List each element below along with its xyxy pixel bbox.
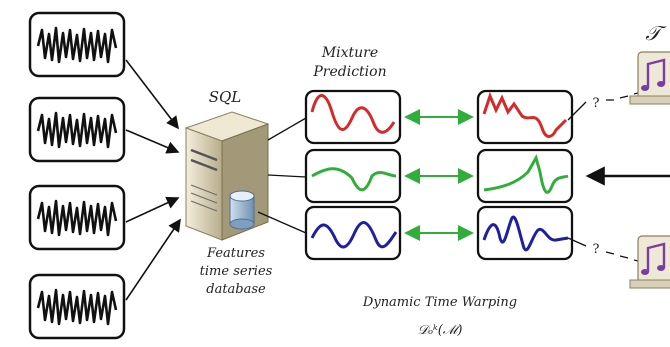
features-label-line1: Features [206,246,265,261]
signal-box-1 [28,11,126,78]
dtw-links [404,109,474,241]
dtw-label: Dynamic Time Warping [362,295,517,310]
dtw-formula: 𝒟ₒᵏ(ℳ) [418,323,463,338]
ingest-arrows [125,59,181,301]
query-mark-bottom: ? [593,242,600,257]
features-label-line3: database [206,282,266,297]
signal-box-4 [28,273,126,340]
mixture-label-line2: Prediction [312,64,386,80]
music-document-icon [629,51,670,105]
database-cylinder-icon [229,190,255,230]
music-document-icon [629,235,670,289]
server-icon [184,111,270,241]
server-to-mixture-lines [257,117,307,234]
target-box-red [476,89,574,145]
mixture-box-green [304,148,402,204]
target-box-green [476,148,574,204]
target-box-blue [476,205,574,261]
features-label-line2: time series [200,264,273,279]
mixture-box-blue [304,205,402,261]
mixture-label-line1: Mixture [321,45,378,61]
sql-label: SQL [209,88,242,106]
signal-box-3 [28,184,126,251]
query-mark-top: ? [593,96,600,111]
signal-box-2 [28,96,126,163]
mixture-box-red [304,89,402,145]
target-label: 𝒯 [645,21,667,45]
